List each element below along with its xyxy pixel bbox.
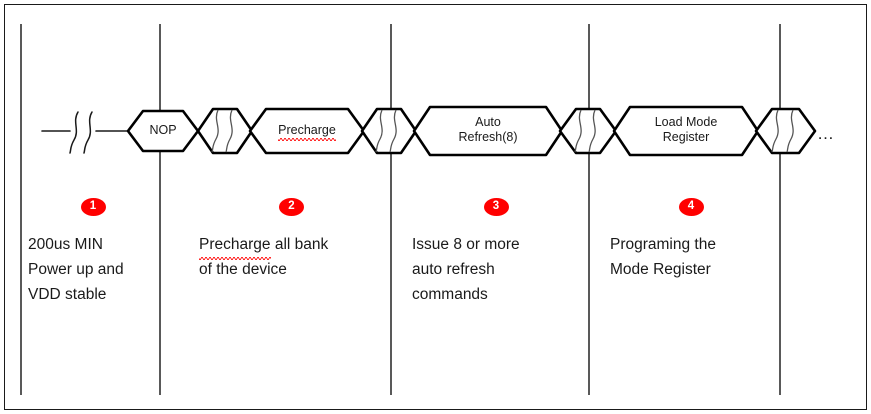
phase-divider-5 (779, 24, 781, 395)
break-hexagon-4 (754, 107, 817, 155)
step-caption-1: 200us MIN Power up and VDD stable (28, 232, 158, 307)
step-column-3: 3 Issue 8 or more auto refresh commands (412, 198, 580, 307)
step-caption-2: Precharge all bank of the device (199, 232, 384, 282)
phase-divider-2 (159, 24, 161, 395)
step-caption-2-spellcheck-word: Precharge (199, 232, 271, 260)
step-caption-1-line-1: 200us MIN (28, 236, 103, 253)
step-caption-2-line-1: Precharge all bank (199, 232, 384, 260)
step-caption-3: Issue 8 or more auto refresh commands (412, 232, 580, 307)
step-caption-3-line-1: Issue 8 or more (412, 236, 520, 253)
break-hexagon-2 (360, 107, 418, 155)
step-badge-4: 4 (678, 198, 704, 216)
step-caption-4-line-1: Programing the (610, 236, 716, 253)
continuation-ellipsis: … (817, 124, 835, 143)
command-hexagon-precharge (248, 107, 366, 155)
step-caption-2-line-1-rest: all bank (270, 236, 329, 253)
phase-divider-4 (588, 24, 590, 395)
phase-divider-3 (390, 24, 392, 395)
command-hexagon-auto-refresh (412, 105, 564, 157)
step-badge-2: 2 (279, 198, 304, 216)
step-caption-3-line-2: auto refresh (412, 261, 495, 278)
step-column-4: 4 Programing the Mode Register (610, 198, 772, 282)
command-hexagon-load-mode-register (612, 105, 760, 157)
step-caption-4: Programing the Mode Register (610, 232, 772, 282)
step-caption-1-line-3: VDD stable (28, 286, 107, 303)
break-hexagon-3 (558, 107, 618, 155)
step-badge-3: 3 (483, 198, 509, 216)
step-column-1: 1 200us MIN Power up and VDD stable (28, 198, 158, 307)
step-caption-4-line-2: Mode Register (610, 261, 711, 278)
step-caption-2-line-2: of the device (199, 261, 287, 278)
step-column-2: 2 Precharge all bank of the device (199, 198, 384, 282)
step-caption-3-line-3: commands (412, 286, 488, 303)
command-hexagon-nop (126, 109, 200, 153)
step-caption-1-line-2: Power up and (28, 261, 124, 278)
phase-divider-1 (20, 24, 22, 395)
break-hexagon-1 (196, 107, 254, 155)
step-badge-1: 1 (80, 198, 106, 216)
command-waveform: NOP Precharge Auto Refresh(8) Load Mode … (0, 98, 871, 174)
page-border (4, 4, 867, 410)
